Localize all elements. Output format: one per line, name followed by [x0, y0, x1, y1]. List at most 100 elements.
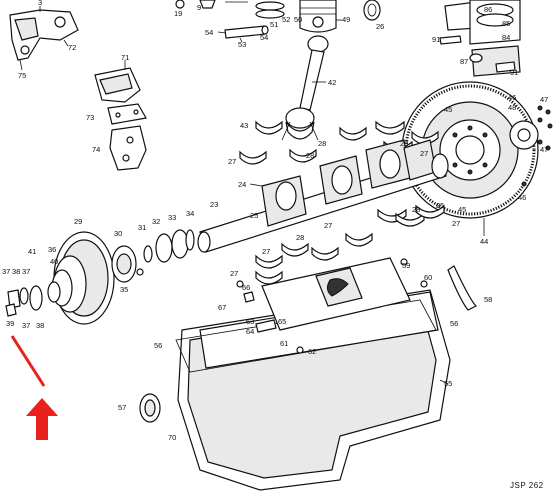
label-52: 52 — [282, 15, 290, 24]
label-28c: 28 — [400, 139, 408, 148]
label-44: 44 — [480, 237, 488, 246]
label-19: 19 — [174, 9, 182, 18]
label-60: 60 — [424, 273, 432, 282]
label-25: 25 — [250, 211, 258, 220]
indicator-arrow — [10, 335, 58, 440]
label-65: 65 — [278, 317, 286, 326]
label-23: 23 — [210, 200, 218, 209]
bracket-74 — [109, 125, 147, 171]
small-fittings-sump — [236, 258, 428, 354]
label-28e: 28 — [296, 233, 304, 242]
label-35: 35 — [120, 285, 128, 294]
label-39: 39 — [6, 319, 14, 328]
label-34: 34 — [186, 209, 194, 218]
label-67: 67 — [218, 303, 226, 312]
label-37a: 37 — [2, 267, 10, 276]
label-9: 9 — [197, 3, 201, 12]
label-85: 85 — [502, 19, 510, 28]
label-3: 3 — [38, 0, 42, 7]
label-28a: 28 — [318, 139, 326, 148]
label-27a: 27 — [228, 157, 236, 166]
label-91: 91 — [432, 35, 440, 44]
label-50: 50 — [294, 15, 302, 24]
engine-mounting-bracket — [9, 9, 79, 71]
piston — [299, 0, 337, 33]
label-91b: 91 — [510, 68, 518, 77]
front-oil-seal — [139, 393, 161, 423]
label-46b: 46 — [518, 193, 526, 202]
label-53: 53 — [238, 40, 246, 49]
label-54b: 54 — [260, 33, 268, 42]
label-74: 74 — [92, 145, 100, 154]
gudgeon-pin — [217, 25, 269, 43]
label-28b: 28 — [306, 151, 314, 160]
oil-sump — [177, 289, 451, 491]
label-56a: 56 — [154, 341, 162, 350]
label-45: 45 — [444, 105, 452, 114]
plate-73 — [107, 103, 147, 125]
label-47b: 47 — [540, 145, 548, 154]
label-38a: 38 — [12, 267, 20, 276]
label-66: 66 — [242, 283, 250, 292]
label-29: 29 — [74, 217, 82, 226]
label-38b: 38 — [36, 321, 44, 330]
label-31: 31 — [138, 223, 146, 232]
label-27f: 27 — [230, 269, 238, 278]
label-70: 70 — [168, 433, 176, 442]
label-30: 30 — [114, 229, 122, 238]
label-47: 47 — [540, 95, 548, 104]
flywheel-bolts — [521, 105, 553, 187]
flywheel-hub-plate — [509, 120, 539, 150]
label-62: 62 — [308, 347, 316, 356]
label-27c: 27 — [324, 221, 332, 230]
piston-ring — [363, 0, 381, 21]
oil-baffle-plate — [261, 257, 411, 331]
label-28d: 28 — [412, 205, 420, 214]
label-48: 48 — [508, 103, 516, 112]
label-43: 43 — [240, 121, 248, 130]
label-42: 42 — [328, 78, 336, 87]
label-75: 75 — [18, 71, 26, 80]
label-41: 41 — [28, 247, 36, 256]
crankshaft-pulley — [47, 231, 115, 325]
label-36: 36 — [48, 245, 56, 254]
bracket-71 — [94, 60, 141, 103]
main-bearing-shells — [239, 120, 445, 285]
label-26: 26 — [376, 22, 384, 31]
small-fittings-top — [175, 0, 285, 19]
label-59: 59 — [402, 261, 410, 270]
label-84: 84 — [502, 33, 510, 42]
label-63: 63 — [246, 317, 254, 326]
label-25b: 25 — [436, 201, 444, 210]
label-54: 54 — [205, 28, 213, 37]
label-27d: 27 — [452, 219, 460, 228]
label-37b: 37 — [22, 267, 30, 276]
label-57: 57 — [118, 403, 126, 412]
top-right-assembly — [439, 0, 521, 77]
label-51: 51 — [270, 20, 278, 29]
label-40: 40 — [50, 257, 58, 266]
label-58: 58 — [484, 295, 492, 304]
label-24: 24 — [238, 180, 246, 189]
figure-reference-code: JSP 262 — [510, 481, 544, 490]
label-32: 32 — [152, 217, 160, 226]
label-27b: 27 — [420, 149, 428, 158]
label-72: 72 — [68, 43, 76, 52]
rear-oil-seal — [447, 265, 478, 311]
label-49: 49 — [342, 15, 350, 24]
label-33: 33 — [168, 213, 176, 222]
part-labels: 3 19 9 52 50 49 26 72 54 54 53 51 75 71 … — [2, 0, 548, 490]
label-27e: 27 — [262, 247, 270, 256]
label-86: 86 — [484, 5, 492, 14]
label-87: 87 — [460, 57, 468, 66]
label-55: 55 — [444, 379, 452, 388]
label-46: 46 — [508, 93, 516, 102]
connecting-rod — [281, 35, 329, 141]
timing-gear-set — [111, 229, 195, 283]
label-56b: 56 — [450, 319, 458, 328]
crankshaft — [197, 139, 449, 253]
label-45b: 45 — [458, 205, 466, 214]
label-64: 64 — [246, 327, 254, 336]
label-71: 71 — [121, 53, 129, 62]
